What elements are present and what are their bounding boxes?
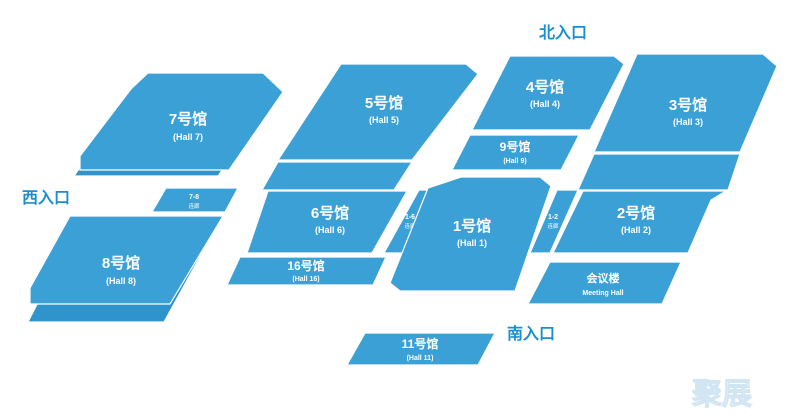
hall-4-shape[interactable] — [471, 55, 625, 131]
hall-9-shape[interactable] — [451, 134, 580, 171]
hall-11-en: (Hall 11) — [407, 355, 434, 362]
hall-16-name: 16号馆 — [287, 258, 324, 273]
south-entrance-label[interactable]: 南入口 — [507, 324, 555, 343]
hall-7-name: 7号馆 — [169, 110, 207, 128]
hall-6[interactable]: 6号馆 (Hall 6) — [246, 190, 409, 254]
hall-1-en: (Hall 1) — [457, 238, 487, 248]
corridor-7-8-name: 7-8 — [189, 194, 199, 201]
hall-4[interactable]: 4号馆 (Hall 4) — [471, 55, 625, 131]
hall-11-name: 11号馆 — [402, 336, 439, 351]
hall-1[interactable]: 1号馆 (Hall 1) — [389, 176, 552, 292]
hall-3-en: (Hall 3) — [673, 117, 703, 127]
corridor-1-6-name: 1-6 — [405, 214, 415, 221]
corridor-7-8-sub: 连廊 — [188, 202, 200, 210]
north-entrance-label[interactable]: 北入口 — [539, 23, 587, 42]
hall-4-name: 4号馆 — [526, 78, 564, 96]
corridor-7-8[interactable]: 7-8 连廊 — [150, 187, 240, 213]
hall-3-shape[interactable] — [593, 53, 778, 153]
corridor-1-2-sub: 连廊 — [547, 222, 559, 230]
hall-16-en: (Hall 16) — [292, 276, 319, 283]
hall-5[interactable]: 5号馆 (Hall 5) — [276, 63, 479, 161]
hall-7-shape[interactable] — [79, 72, 284, 171]
hall-6-shape[interactable] — [246, 190, 409, 254]
hall-11-shape[interactable] — [345, 332, 496, 366]
hall-8-name: 8号馆 — [102, 254, 140, 272]
hall-5-en: (Hall 5) — [369, 115, 399, 125]
meeting-hall-name: 会议楼 — [587, 271, 620, 285]
hall-1-shape[interactable] — [389, 176, 552, 292]
hall-2[interactable]: 2号馆 (Hall 2) — [552, 190, 729, 254]
watermark-logo: 聚展 — [691, 377, 752, 412]
hall-4-en: (Hall 4) — [530, 99, 560, 109]
hall-3-name: 3号馆 — [669, 96, 707, 114]
west-entrance-label[interactable]: 西入口 — [22, 188, 70, 207]
hall-5-shape[interactable] — [276, 63, 479, 161]
hall-7-en: (Hall 7) — [173, 132, 203, 142]
hall-2-name: 2号馆 — [617, 204, 655, 222]
hall-16[interactable]: 16号馆 (Hall 16) — [226, 256, 387, 286]
corridor-7-8-shape[interactable] — [150, 187, 240, 213]
hall-6-en: (Hall 6) — [315, 225, 345, 235]
hall-9-name: 9号馆 — [500, 139, 531, 154]
meeting-hall-shape[interactable] — [527, 261, 682, 305]
hall-2-3-connector — [577, 153, 741, 191]
hall-2-shape[interactable] — [552, 190, 729, 254]
hall-2-en: (Hall 2) — [621, 225, 651, 235]
hall-9[interactable]: 9号馆 (Hall 9) — [451, 134, 580, 171]
hall-8[interactable]: 8号馆 (Hall 8) — [27, 215, 225, 323]
hall-9-en: (Hall 9) — [503, 158, 526, 165]
hall-8-shape[interactable] — [29, 215, 225, 305]
hall-5-name: 5号馆 — [365, 94, 403, 112]
hall-7[interactable]: 7号馆 (Hall 7) — [72, 72, 284, 177]
hall-8-en: (Hall 8) — [106, 276, 136, 286]
hall-11[interactable]: 11号馆 (Hall 11) — [345, 332, 496, 366]
hall-16-shape[interactable] — [226, 256, 387, 286]
hall-5-6-connector — [260, 161, 414, 191]
hall-3[interactable]: 3号馆 (Hall 3) — [593, 53, 778, 153]
meeting-hall[interactable]: 会议楼 Meeting Hall — [527, 261, 682, 305]
hall-6-name: 6号馆 — [311, 204, 349, 222]
corridor-1-2-name: 1-2 — [548, 214, 558, 221]
corridor-1-2-shape[interactable] — [529, 189, 579, 254]
hall-1-name: 1号馆 — [453, 217, 491, 235]
corridor-1-2[interactable]: 1-2 连廊 — [529, 189, 579, 254]
meeting-hall-en: Meeting Hall — [582, 290, 623, 297]
corridor-1-6-sub: 连廊 — [404, 222, 416, 230]
